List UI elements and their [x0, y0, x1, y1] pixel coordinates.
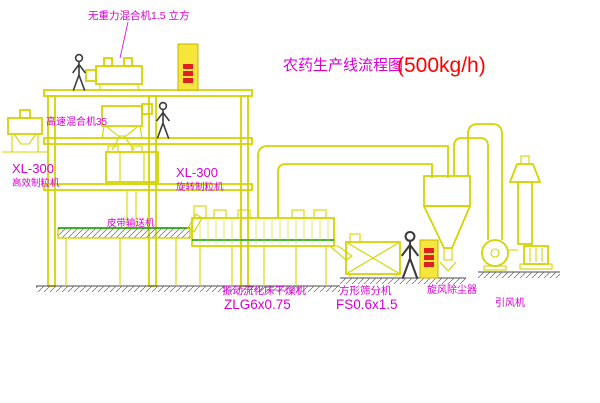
high-speed-mixer: [101, 103, 153, 151]
side-mixer-body: [7, 117, 43, 135]
label-top-mixer: 无重力混合机1.5 立方: [88, 9, 190, 22]
conveyor-belt: [57, 227, 191, 239]
label-granulator-mid-name: 旋转制粒机: [176, 181, 224, 193]
dryer-screen-hatch: [199, 220, 329, 244]
fluid-bed-dryer: [191, 205, 353, 286]
cabinet-red-text-mark: [424, 248, 434, 253]
label-fan: 引风机: [495, 296, 525, 309]
dryer-top-stub: [237, 209, 251, 219]
label-dryer-model: ZLG6x0.75: [224, 297, 291, 312]
sieve-feed-port: [349, 233, 361, 243]
ground-hatch-mid: [340, 278, 466, 284]
duct-inner-wall: [277, 163, 433, 218]
cyclone-discharge-pipe: [443, 247, 453, 261]
cyclone-separator: [422, 123, 503, 272]
cyclone-barrel: [423, 175, 471, 207]
label-granulator-mid-model: XL-300: [176, 165, 218, 180]
cabinet-red-text-mark: [424, 262, 434, 267]
hs-mixer-body: [101, 105, 143, 127]
cabinet-red-text-mark: [183, 78, 193, 83]
mixer-body: [95, 65, 143, 85]
dryer-inlet-port: [193, 205, 207, 219]
dryer-top-stub: [213, 209, 227, 219]
cabinet-red-text-mark: [183, 64, 193, 69]
fan-base: [483, 265, 507, 271]
belt-conveyor: [57, 213, 203, 286]
mixer-inlet-port: [103, 57, 113, 67]
side-mixer-cone: [12, 133, 38, 145]
control-cabinet-ground: [419, 239, 439, 279]
building-column-right: [240, 95, 249, 287]
stack-cap: [508, 163, 542, 183]
motor-fins: [529, 248, 543, 262]
label-cyclone: 旋风除尘器: [427, 283, 477, 296]
exhaust-stack: [508, 155, 542, 245]
mixer-motor: [85, 69, 97, 82]
cabinet-red-text-mark: [424, 255, 434, 260]
building-floor-3: [43, 183, 253, 191]
cabinet-red-text-mark: [183, 71, 193, 76]
label-sieve-name: 方形筛分机: [339, 284, 392, 297]
building-floor-top: [43, 89, 253, 97]
side-mixer: [2, 109, 48, 153]
label-granulator-left-name: 高效制粒机: [12, 177, 60, 189]
title-main: 农药生产线流程图: [283, 57, 403, 74]
square-sieve: [345, 233, 401, 278]
label-belt-conveyor: 皮带输送机: [107, 217, 155, 229]
mixer-inlet-port: [123, 57, 133, 67]
fan-casing: [481, 239, 509, 267]
fan-hub: [490, 248, 500, 258]
stack-cap-top: [520, 155, 530, 165]
granulator-port: [131, 145, 143, 153]
label-dryer-name: 振动流化床干燥机: [222, 284, 306, 297]
side-mixer-port: [19, 109, 31, 119]
dryer-body: [191, 217, 335, 247]
dryer-legs: [199, 246, 327, 286]
ground-hatch-right: [478, 272, 560, 278]
stack-body: [517, 181, 533, 245]
sieve-body: [345, 241, 401, 275]
label-high-speed-mixer: 高速混合机35: [46, 115, 108, 128]
label-sieve-model: FS0.6x1.5: [336, 297, 398, 312]
granulator-body: [105, 151, 159, 183]
ground-hatch-left: [36, 286, 340, 292]
cyclone-outlet-outer: [467, 123, 503, 240]
induced-draft-fan: [481, 239, 553, 271]
control-cabinet-top: [177, 43, 199, 91]
worker-figure-ground: [401, 230, 419, 280]
hs-mixer-cone: [104, 125, 140, 137]
dryer-outlet-chute: [328, 245, 353, 261]
hs-mixer-motor: [141, 103, 153, 115]
label-granulator-left-model: XL-300: [12, 161, 54, 176]
gravity-free-mixer: [85, 57, 143, 90]
motor-base: [519, 263, 553, 270]
exhaust-duct: [257, 145, 449, 218]
building-floor-2: [43, 137, 253, 145]
label-leader-line: [119, 21, 129, 59]
cyclone-outlet-inner: [453, 137, 489, 240]
duct-outer-wall: [257, 145, 449, 218]
title-capacity: (500kg/h): [397, 54, 486, 77]
dryer-top-stub: [313, 209, 327, 219]
granulator: [105, 145, 159, 229]
dryer-top-stub: [291, 209, 305, 219]
cyclone-discharge-flap: [439, 261, 457, 272]
granulator-port: [107, 145, 119, 153]
building-column-mid: [148, 95, 157, 287]
worker-figure-roof: [72, 53, 86, 91]
worker-figure-level2: [156, 101, 170, 139]
